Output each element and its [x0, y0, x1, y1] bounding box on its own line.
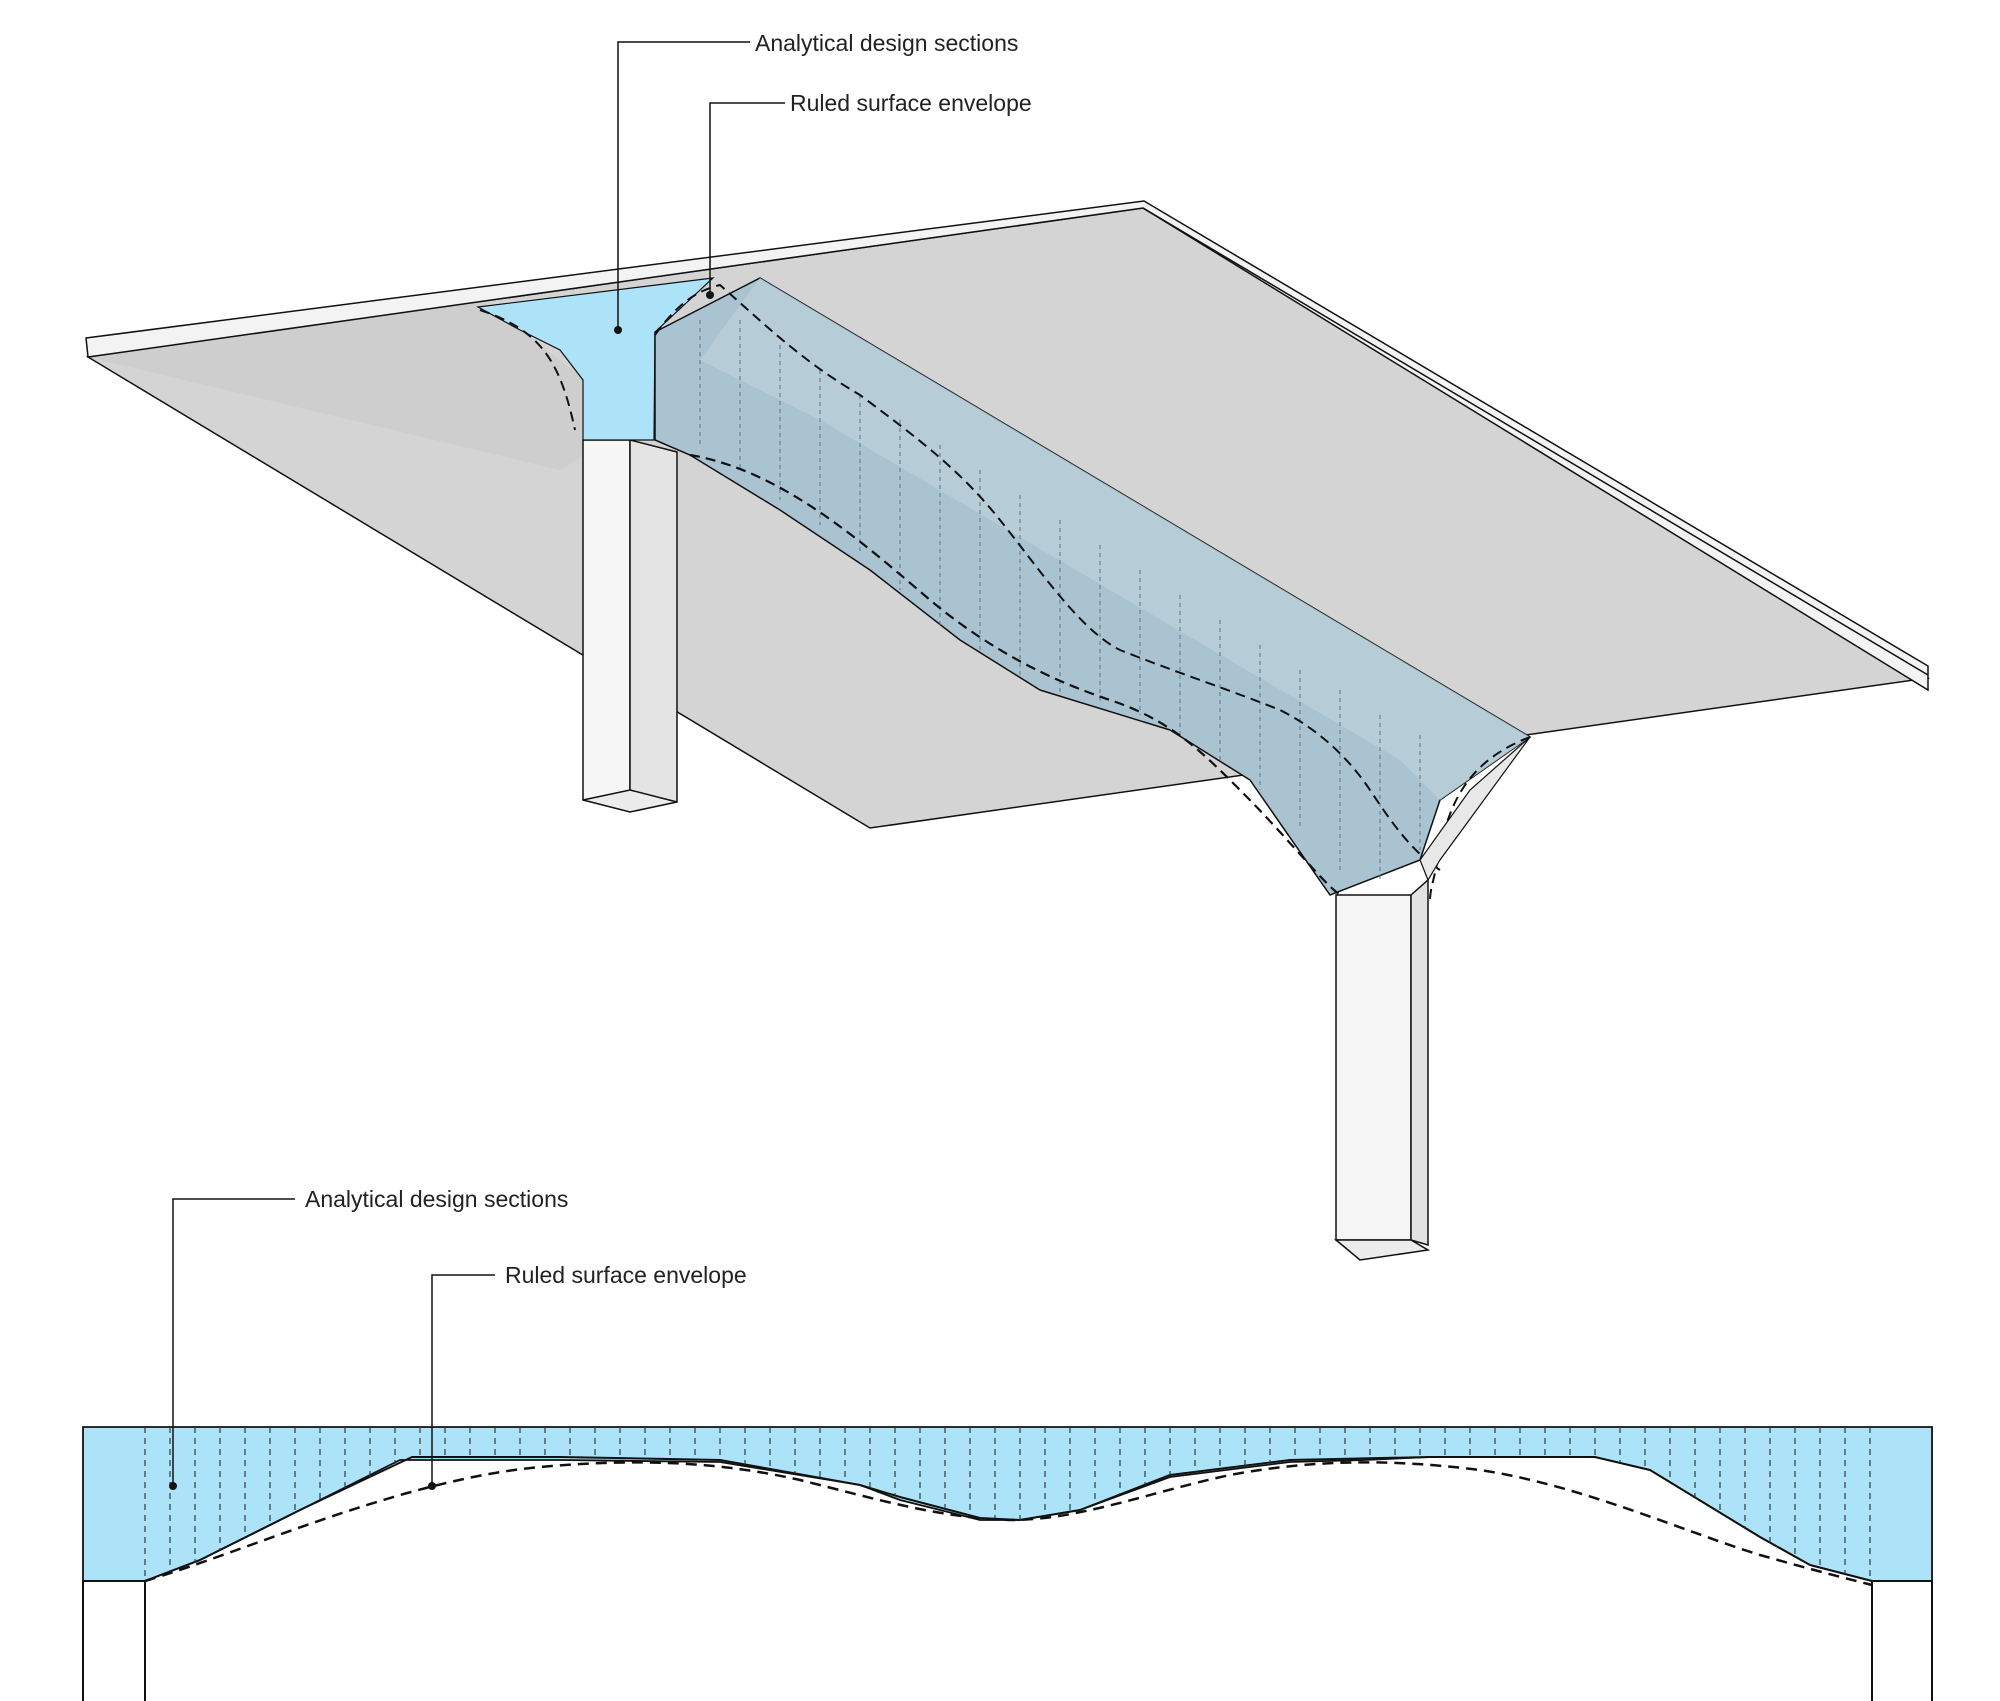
column-right-side [1410, 878, 1429, 1247]
bottom-label-sections: Analytical design sections [305, 1186, 568, 1212]
column-left-side [629, 439, 678, 803]
slab-edge-front [1142, 207, 1929, 676]
top-callout-envelope: Ruled surface envelope [706, 90, 1032, 299]
column-right-bottom [1333, 1239, 1431, 1261]
slab-top-face [85, 200, 1929, 692]
envelope-hatching [699, 320, 1421, 880]
column-left-front [582, 439, 631, 801]
slab-underside-shade [88, 300, 640, 470]
elevation-section-band [82, 1426, 1933, 1582]
column-right-front [1335, 894, 1412, 1241]
elevation-envelope-curve [144, 1461, 1873, 1587]
elevation-column-left [82, 1580, 146, 1701]
column-right-capital [1419, 736, 1531, 882]
envelope-curve-lower [689, 453, 1341, 896]
bottom-callout-envelope: Ruled surface envelope [428, 1262, 747, 1490]
isometric-view: Analytical design sections Ruled surface… [85, 30, 1931, 1261]
top-label-sections: Analytical design sections [755, 30, 1018, 56]
bottom-callout-sections: Analytical design sections [169, 1186, 568, 1490]
top-callout-sections: Analytical design sections [614, 30, 1018, 334]
elevation-view: Analytical design sections Ruled surface… [82, 1186, 1933, 1701]
bottom-label-envelope: Ruled surface envelope [505, 1262, 747, 1288]
envelope-curve-column [479, 309, 576, 431]
elevation-section-lines [144, 1427, 1871, 1581]
top-label-envelope: Ruled surface envelope [790, 90, 1032, 116]
elevation-column-right [1871, 1580, 1933, 1701]
column-left-bottom [582, 789, 678, 813]
beam-side-face [700, 278, 1530, 800]
envelope-curve-upper [654, 283, 1441, 871]
